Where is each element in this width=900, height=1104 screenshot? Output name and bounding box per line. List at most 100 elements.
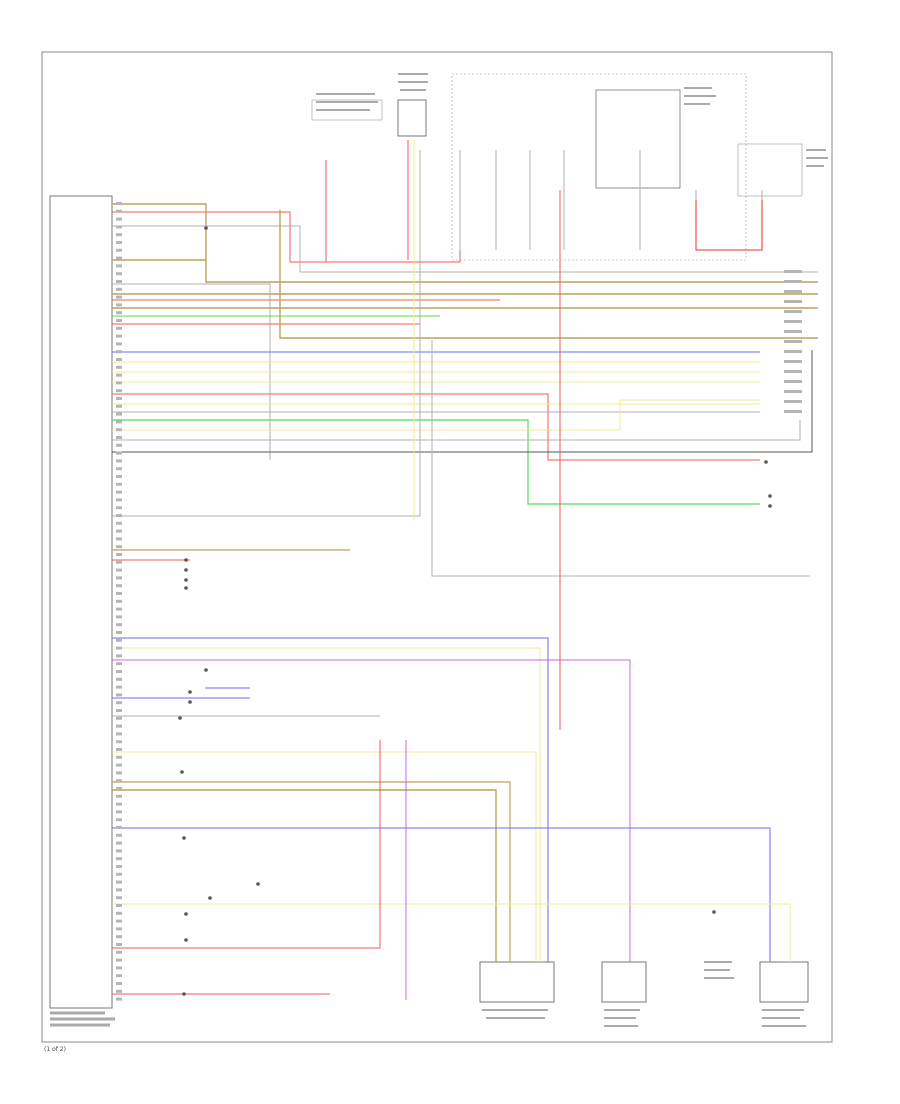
module-pin-tick <box>116 818 122 822</box>
module-pin-tick <box>116 677 122 681</box>
wire-grey-1 <box>112 225 818 273</box>
module-pin-tick <box>116 802 122 806</box>
module-pin-tick <box>116 966 122 970</box>
wire-yellow-6 <box>112 647 541 962</box>
module-pin-tick <box>116 202 122 205</box>
module-pin-tick <box>116 420 122 424</box>
wire-layer <box>112 140 818 1000</box>
module-pin-tick <box>116 631 122 634</box>
module-pin-tick <box>116 997 122 1001</box>
connector-dot-3 <box>184 578 188 582</box>
module-pin-tick <box>116 623 122 627</box>
module-pin-tick <box>116 740 122 744</box>
diagram-frame <box>41 51 833 1043</box>
control-module-label <box>50 1011 115 1027</box>
module-pin-tick <box>116 436 122 439</box>
wire-grey-5 <box>431 340 810 577</box>
module-pin-tick <box>116 319 122 322</box>
module-pin-tick <box>116 389 122 393</box>
module-pin-tick <box>116 506 122 510</box>
module-pin-tick <box>116 233 122 237</box>
connector-dot-10 <box>178 716 182 720</box>
module-pin-tick <box>116 763 122 767</box>
wire-yellow-5 <box>112 399 760 431</box>
connector-dot-2 <box>184 568 188 572</box>
top-component-1 <box>311 93 383 121</box>
module-pin-tick <box>116 857 122 861</box>
module-pin-tick <box>116 872 122 876</box>
right-label-tick <box>784 380 802 383</box>
module-pin-tick <box>116 459 122 463</box>
connector-dot-13 <box>184 912 188 916</box>
module-pin-tick <box>116 467 122 471</box>
connector-dot-11 <box>180 770 184 774</box>
module-pin-tick <box>116 950 122 954</box>
connector-dot-1 <box>184 558 188 562</box>
module-pin-tick <box>116 280 122 283</box>
module-pin-tick <box>116 584 122 588</box>
module-pin-tick <box>116 443 122 447</box>
connector-dot-19 <box>712 910 716 914</box>
module-pin-tick <box>116 662 122 666</box>
module-pin-tick <box>116 217 122 221</box>
right-label-tick <box>784 360 802 363</box>
module-pin-tick <box>116 428 122 432</box>
module-pin-tick <box>116 264 122 268</box>
right-label-tick <box>784 410 802 413</box>
module-pin-tick <box>116 412 122 416</box>
module-pin-tick <box>116 755 122 759</box>
wire-purple-1 <box>112 659 631 962</box>
module-pin-tick <box>116 295 122 299</box>
module-pin-tick <box>116 537 122 541</box>
module-pin-tick <box>116 927 122 931</box>
module-pin-tick <box>116 709 122 712</box>
module-pin-tick <box>116 342 122 346</box>
module-pin-tick <box>116 732 122 736</box>
diagram-footer-code: (1 of 2) <box>44 1046 66 1053</box>
connector-dot-4 <box>184 586 188 590</box>
module-pin-tick <box>116 911 122 915</box>
wire-olive-1 <box>112 203 818 283</box>
connector-dot-17 <box>768 494 772 498</box>
connector-dot-6 <box>208 896 212 900</box>
fuse-right-top <box>737 143 828 197</box>
wire-olive-8 <box>112 781 511 962</box>
right-label-tick <box>784 400 802 403</box>
module-pin-tick <box>116 553 122 556</box>
right-label-tick <box>784 350 802 353</box>
module-pin-tick <box>116 982 122 985</box>
module-pin-tick <box>116 350 122 354</box>
module-pin-tick <box>116 560 122 564</box>
module-pin-tick <box>116 724 122 728</box>
module-pin-tick <box>116 334 122 338</box>
module-pin-tick <box>116 599 122 603</box>
module-pin-tick <box>116 209 122 213</box>
module-pin-tick <box>116 311 122 315</box>
module-pin-tick <box>116 716 122 720</box>
module-pin-tick <box>116 272 122 276</box>
module-pin-tick <box>116 397 122 400</box>
module-pin-tick <box>116 943 122 946</box>
wire-grey-2 <box>112 283 271 460</box>
module-pin-tick <box>116 545 122 549</box>
module-pin-tick <box>116 701 122 705</box>
right-label-tick <box>784 310 802 313</box>
bottom-component-3 <box>704 961 734 979</box>
module-pin-tick <box>116 373 122 377</box>
connector-dot-18 <box>768 504 772 508</box>
module-pin-tick <box>116 615 122 619</box>
right-label-tick <box>784 320 802 323</box>
connector-dot-5 <box>204 668 208 672</box>
wire-green-2 <box>112 419 760 505</box>
pin-layer <box>116 202 802 1001</box>
module-pin-tick <box>116 287 122 291</box>
module-pin-tick <box>116 365 122 369</box>
module-pin-tick <box>116 358 122 361</box>
module-pin-tick <box>116 919 122 923</box>
module-pin-tick <box>116 865 122 868</box>
module-pin-tick <box>116 475 122 478</box>
right-label-tick <box>784 290 802 293</box>
module-pin-tick <box>116 841 122 845</box>
